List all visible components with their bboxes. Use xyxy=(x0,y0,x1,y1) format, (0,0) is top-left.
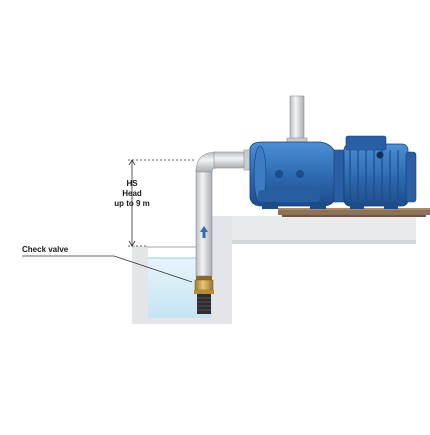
check-valve xyxy=(194,276,214,314)
ground-platform xyxy=(212,216,416,240)
label-hs: HS xyxy=(126,179,138,188)
flow-arrow-icon xyxy=(200,226,208,238)
ground-structure xyxy=(132,216,416,324)
check-valve-label: Check valve xyxy=(22,245,69,254)
label-up-to: up to 9 m xyxy=(114,199,150,208)
motor xyxy=(333,135,417,209)
base-plate xyxy=(278,208,430,217)
pit-wall-left xyxy=(132,246,148,318)
pit-wall-right xyxy=(212,216,232,318)
height-dimension xyxy=(128,159,196,247)
check-valve-leader xyxy=(22,255,193,283)
label-head: Head xyxy=(122,189,142,198)
pump-body xyxy=(249,141,337,209)
discharge-pipe xyxy=(286,95,308,144)
suction-pipe xyxy=(195,149,257,277)
pit-floor xyxy=(132,318,232,324)
suction-height-label: HS Head up to 9 m xyxy=(114,179,150,208)
